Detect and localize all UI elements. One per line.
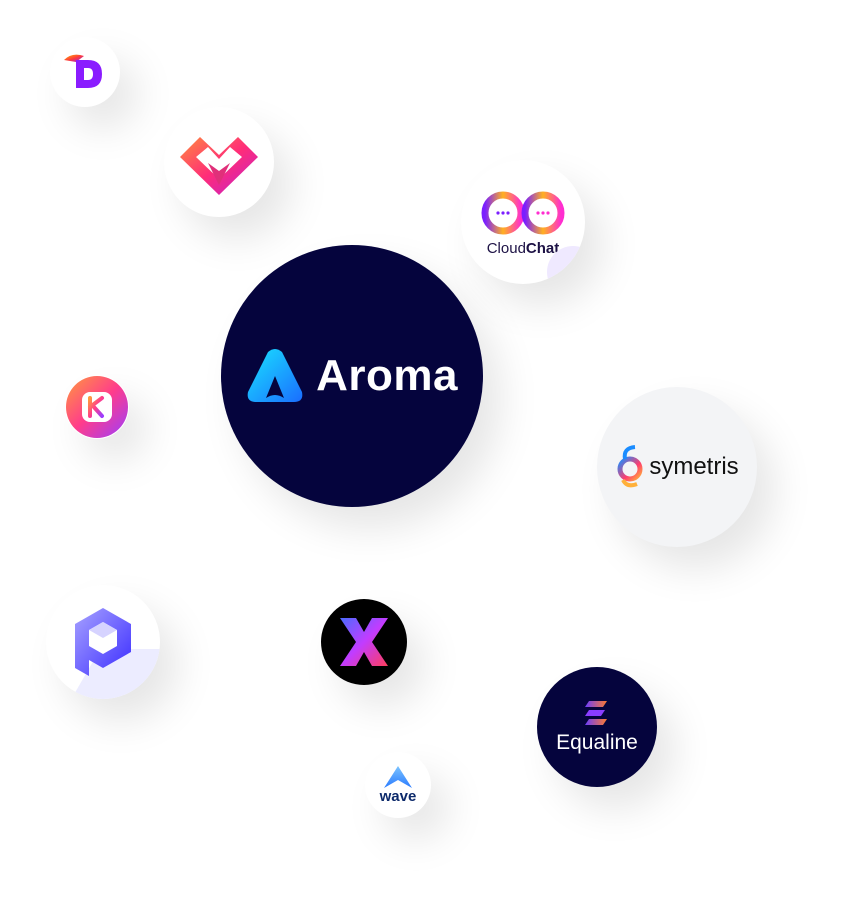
- equaline-wordmark: Equaline: [556, 731, 638, 754]
- wave-arrow-icon: [384, 765, 412, 788]
- d-logo-badge[interactable]: [50, 37, 120, 107]
- heart-logo-badge[interactable]: [164, 107, 274, 217]
- aroma-logo-badge[interactable]: Aroma: [221, 245, 483, 507]
- x-gradient-logo-icon: [340, 618, 388, 666]
- p-cube-logo-badge[interactable]: [46, 585, 160, 699]
- symetris-wordmark: symetris: [649, 453, 739, 480]
- cloudchat-word-chat: Chat: [525, 239, 560, 257]
- wave-wordmark: wave: [379, 787, 417, 805]
- p-cube-logo-icon: [75, 608, 131, 676]
- cloudchat-logo-badge[interactable]: CloudChat: [461, 160, 585, 284]
- cloudchat-word-cloud: Cloud: [486, 239, 526, 257]
- equaline-e-icon: [585, 701, 607, 725]
- x-logo-badge[interactable]: [321, 599, 407, 685]
- symetris-logo-badge[interactable]: symetris: [597, 387, 757, 547]
- symetris-ring-icon: [617, 445, 643, 488]
- k-logo-badge[interactable]: [65, 375, 129, 439]
- equaline-logo-badge[interactable]: Equaline: [537, 667, 657, 787]
- cloudchat-wordmark: CloudChat: [487, 240, 560, 257]
- d-flame-logo-icon: [64, 54, 102, 88]
- wave-logo-badge[interactable]: wave: [365, 752, 431, 818]
- aroma-triangle-icon: [247, 349, 303, 402]
- heart-diamond-logo-icon: [180, 137, 258, 195]
- aroma-wordmark: Aroma: [316, 351, 458, 400]
- k-app-logo-icon: [66, 376, 128, 438]
- cloudchat-infinity-icon: [481, 191, 565, 234]
